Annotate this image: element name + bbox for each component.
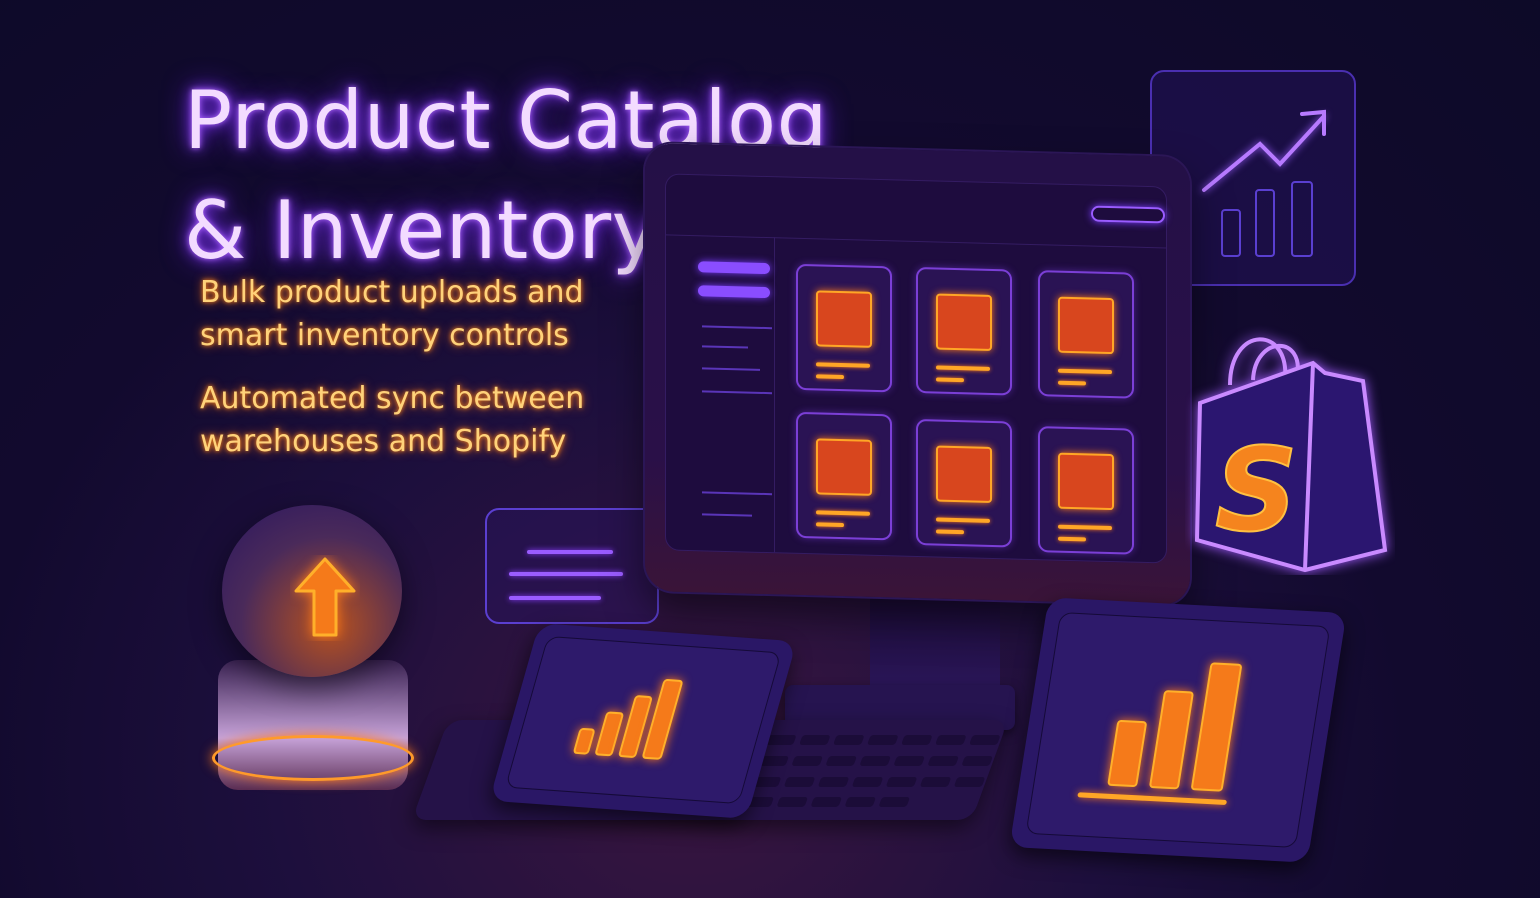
product-card[interactable]	[796, 411, 892, 541]
upload-arrow-icon	[294, 557, 356, 637]
sidebar-item[interactable]	[698, 285, 770, 299]
shopify-bag-icon: S	[1194, 337, 1388, 573]
tablet-right	[1009, 597, 1347, 863]
catalog-screen	[665, 173, 1167, 564]
keyboard-keys	[741, 735, 1008, 810]
image-placeholder-icon	[936, 445, 992, 503]
feature-automated-sync: Automated sync between warehouses and Sh…	[200, 381, 585, 459]
product-card[interactable]	[1038, 270, 1134, 399]
image-placeholder-icon	[936, 293, 992, 351]
feature-bulk-uploads: Bulk product uploads and smart inventory…	[200, 275, 584, 353]
image-placeholder-icon	[1058, 296, 1114, 355]
image-placeholder-icon	[816, 290, 872, 348]
product-card[interactable]	[1038, 426, 1134, 555]
tablet-left	[489, 623, 797, 819]
trend-up-chart-icon	[1202, 109, 1326, 257]
monitor-stand	[870, 598, 1000, 688]
image-placeholder-icon	[1058, 452, 1114, 511]
search-bar[interactable]	[1091, 205, 1165, 224]
product-card[interactable]	[796, 263, 892, 393]
product-card[interactable]	[916, 418, 1012, 548]
svg-text:S: S	[1215, 424, 1298, 558]
product-card[interactable]	[916, 266, 1012, 396]
monitor	[645, 142, 1190, 606]
image-placeholder-icon	[816, 438, 872, 496]
glow-ring	[212, 735, 414, 781]
sidebar-item-active[interactable]	[698, 261, 770, 275]
upload-button[interactable]	[222, 505, 402, 677]
document-card	[485, 508, 659, 624]
